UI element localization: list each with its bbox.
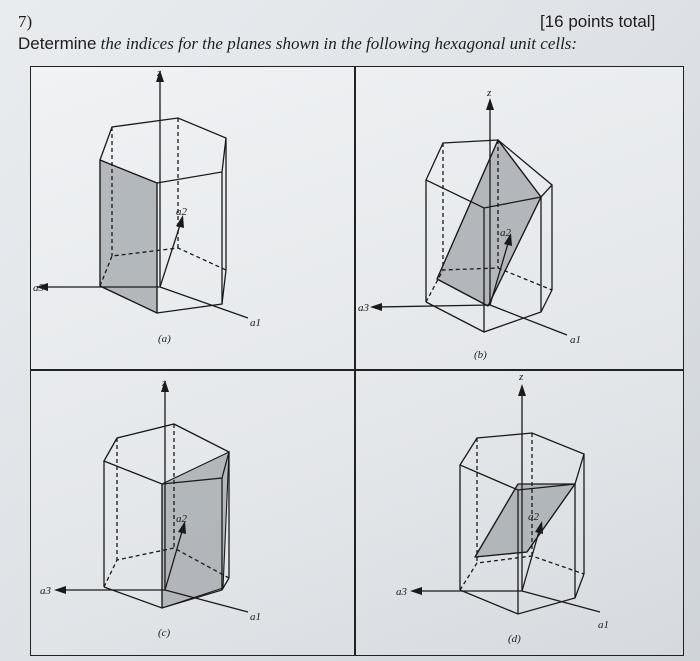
z-axis-label: z xyxy=(161,377,167,389)
panel-caption: (d) xyxy=(508,633,521,645)
a3-axis-label: a3 xyxy=(33,282,45,294)
a2-axis-label: a2 xyxy=(500,227,512,239)
z-axis-label: z xyxy=(518,371,524,383)
instruction-text: the indices for the planes shown in the … xyxy=(100,34,578,53)
question-number: 7) xyxy=(18,12,33,31)
grid-divider-vertical xyxy=(354,66,356,656)
panel-caption: (b) xyxy=(474,349,487,361)
a1-axis-label: a1 xyxy=(570,334,581,346)
shaded-plane xyxy=(473,483,577,558)
z-axis-label: z xyxy=(486,87,492,99)
a1-axis-label: a1 xyxy=(250,611,261,623)
panel-caption: (a) xyxy=(158,333,171,345)
a1-axis-label: a1 xyxy=(250,317,261,329)
a3-axis-label: a3 xyxy=(40,585,52,597)
panel-caption: (c) xyxy=(158,627,171,639)
a3-axis-label: a3 xyxy=(358,302,370,314)
a2-axis-label: a2 xyxy=(528,511,540,523)
a2-axis-label: a2 xyxy=(176,206,188,218)
instructions: Determine the indices for the planes sho… xyxy=(18,34,577,54)
z-axis-label: z xyxy=(156,67,162,79)
points-total: [16 points total] xyxy=(540,12,656,31)
grid-divider-horizontal xyxy=(30,369,684,371)
a3-axis-label: a3 xyxy=(396,586,408,598)
a2-axis-label: a2 xyxy=(176,513,188,525)
instruction-lead: Determine xyxy=(18,34,97,53)
a1-axis-label: a1 xyxy=(598,619,609,631)
